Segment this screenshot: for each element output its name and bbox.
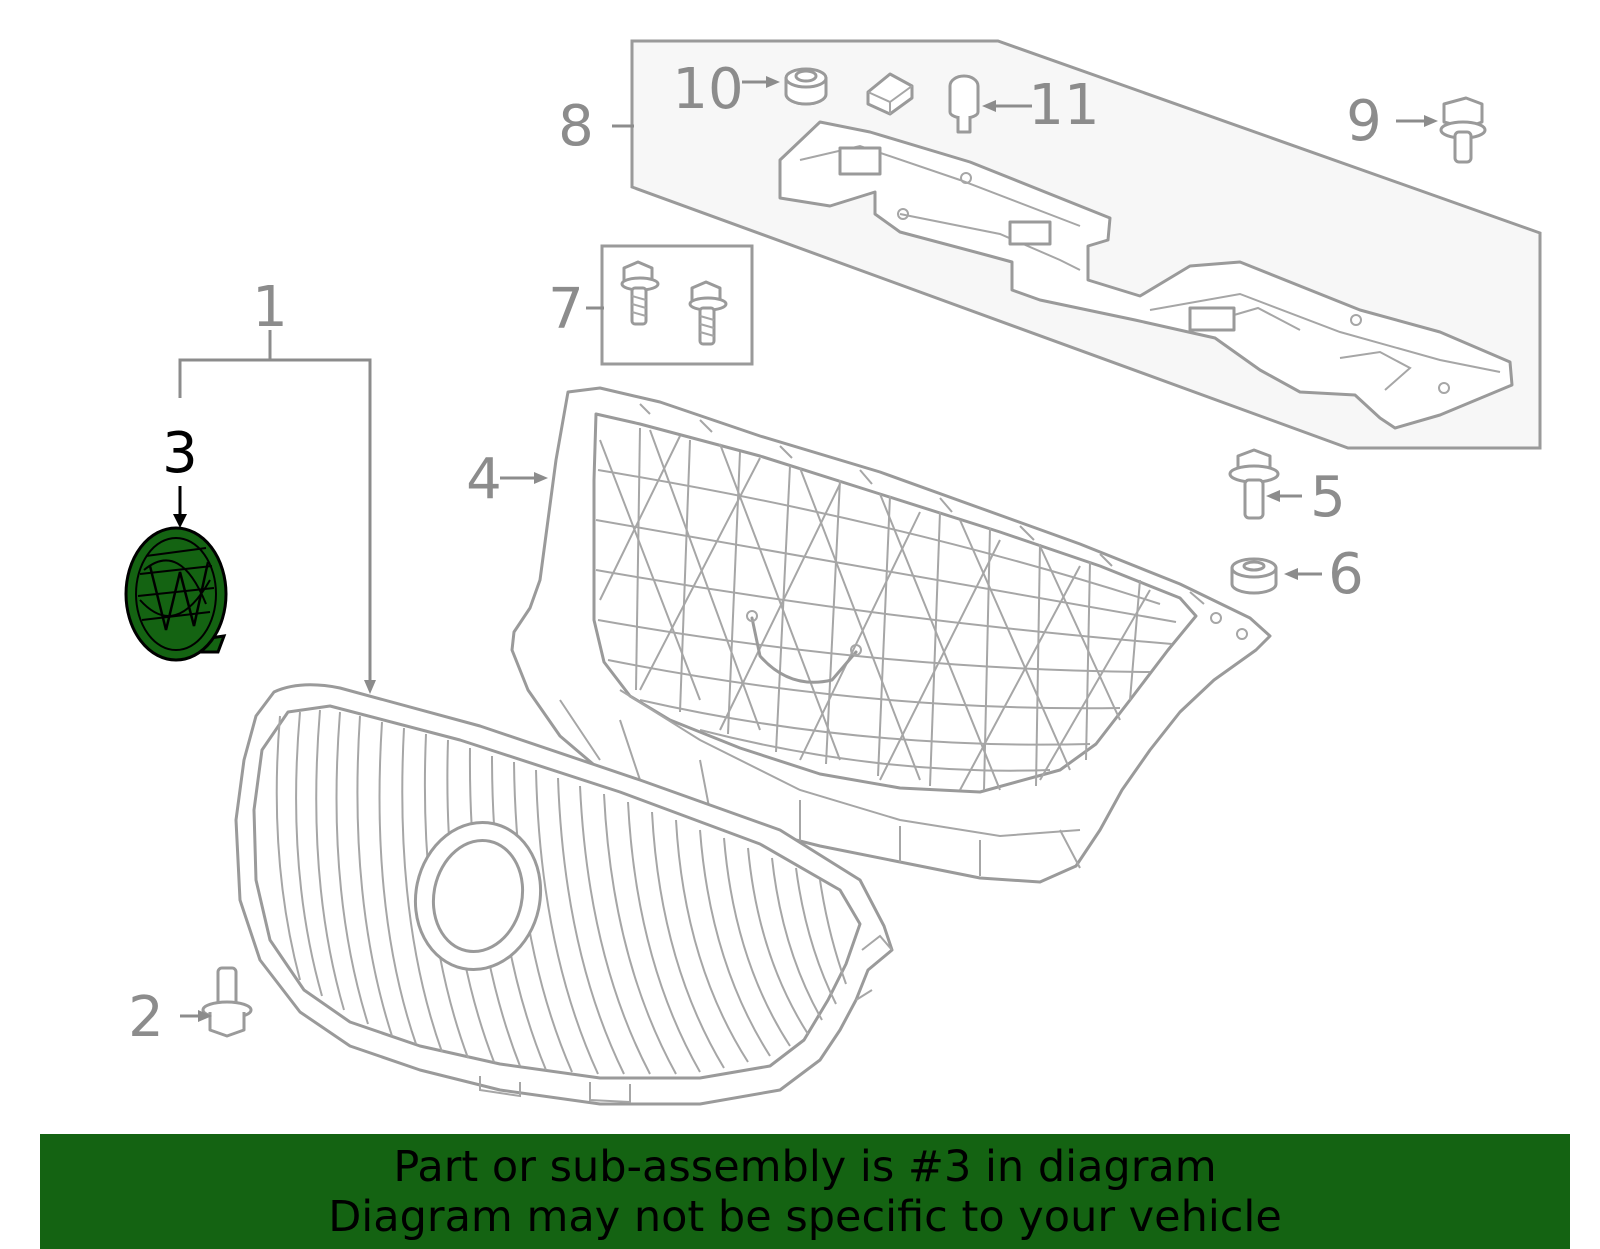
part-3-emblem[interactable] [124,526,228,662]
part-11-pin[interactable] [948,74,980,134]
callout-5: 5 [1310,465,1346,530]
part-10-nut[interactable] [784,67,828,106]
callout-1: 1 [252,275,288,340]
part-7-bolt-box[interactable] [600,244,754,366]
footer-banner: Part or sub-assembly is #3 in diagram Di… [40,1134,1570,1249]
part-9-bolt[interactable] [1439,96,1487,164]
callout-11: 11 [1028,73,1099,138]
callout-7: 7 [548,277,584,342]
callout-3: 3 [162,421,198,486]
part-2-bolt[interactable] [201,966,253,1038]
part-1-grille[interactable] [234,683,894,1106]
footer-line-1: Part or sub-assembly is #3 in diagram [393,1141,1217,1192]
callout-6: 6 [1328,542,1364,607]
callout-9: 9 [1346,89,1382,154]
callout-8: 8 [558,94,594,159]
callout-2: 2 [128,985,164,1050]
part-5-bolt[interactable] [1228,448,1280,520]
part-6-nut[interactable] [1230,557,1278,595]
part-8-support-box[interactable] [630,39,1542,450]
callout-4: 4 [466,447,502,512]
square-clip [866,72,914,116]
callout-10: 10 [672,57,743,122]
part-4-grille-frame[interactable] [510,386,1272,884]
footer-line-2: Diagram may not be specific to your vehi… [328,1191,1282,1242]
